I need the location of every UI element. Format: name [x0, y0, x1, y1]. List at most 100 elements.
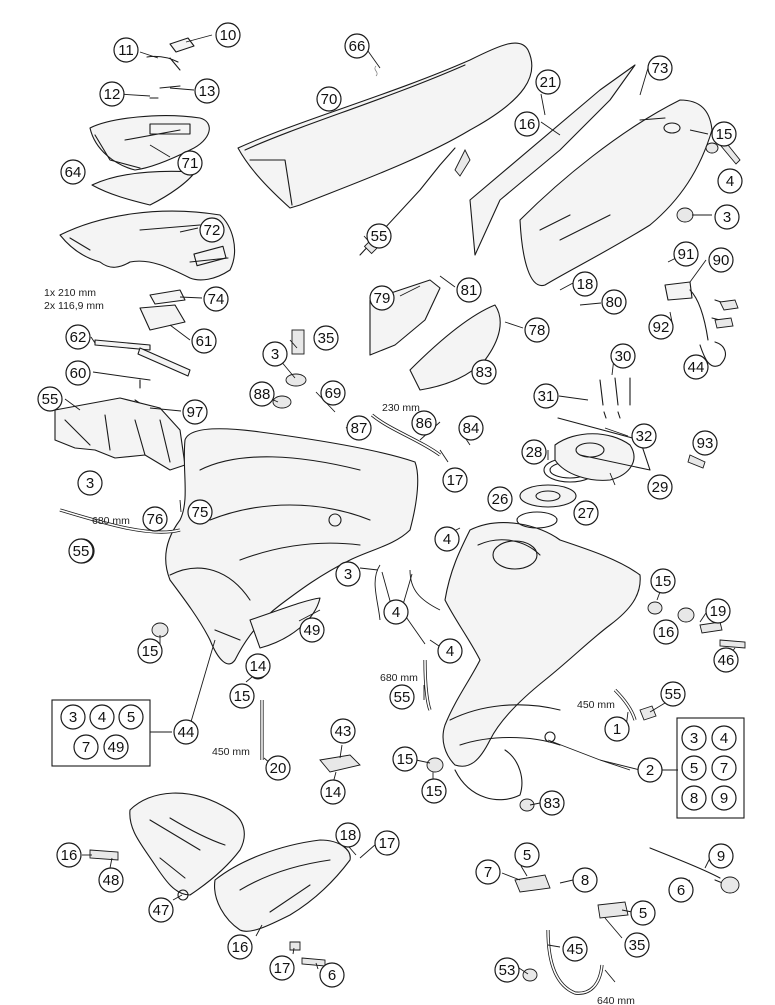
callout-circle — [366, 223, 392, 249]
callout-circle — [249, 381, 275, 407]
callout-number: 4 — [98, 709, 106, 726]
callout-number: 29 — [652, 479, 669, 496]
callout-circle — [389, 684, 415, 710]
callout-number: 8 — [581, 872, 589, 889]
callout-44: 44 — [173, 719, 199, 745]
callout-90: 90 — [708, 247, 734, 273]
callout-19: 19 — [705, 598, 731, 624]
callout-15: 15 — [650, 568, 676, 594]
note-hose-450-left: 450 mm — [212, 746, 250, 758]
callout-circle — [647, 474, 673, 500]
callout-78: 78 — [524, 317, 550, 343]
callout-14: 14 — [320, 779, 346, 805]
callout-number: 3 — [690, 730, 698, 747]
callout-9: 9 — [708, 843, 734, 869]
callout-circle — [681, 785, 707, 811]
callout-number: 84 — [463, 420, 480, 437]
callout-81: 81 — [456, 277, 482, 303]
side-panels-drawing — [369, 64, 713, 391]
callout-number: 26 — [492, 491, 509, 508]
callout-circle — [148, 897, 174, 923]
callout-number: 6 — [677, 882, 685, 899]
callout-number: 44 — [178, 724, 195, 741]
callout-number: 15 — [655, 573, 672, 590]
callout-44: 44 — [683, 354, 709, 380]
callout-71: 71 — [177, 150, 203, 176]
callout-number: 20 — [270, 760, 287, 777]
callout-69: 69 — [320, 380, 346, 406]
callout-3: 3 — [714, 204, 740, 230]
callout-number: 28 — [526, 444, 543, 461]
callout-11: 11 — [113, 37, 139, 63]
leader-lines — [64, 34, 736, 983]
callout-14: 14 — [245, 653, 271, 679]
callout-16: 16 — [56, 842, 82, 868]
callout-circle — [392, 746, 418, 772]
callout-15: 15 — [229, 683, 255, 709]
callout-73: 73 — [647, 55, 673, 81]
callout-number: 4 — [443, 531, 451, 548]
callout-circle — [562, 936, 588, 962]
callout-15: 15 — [421, 778, 447, 804]
callout-number: 32 — [636, 428, 653, 445]
callout-number: 4 — [392, 604, 400, 621]
callout-number: 46 — [718, 652, 735, 669]
callout-circle — [60, 704, 86, 730]
callout-number: 35 — [629, 937, 646, 954]
note-hose-640: 640 mm — [597, 995, 635, 1005]
callout-circle — [711, 755, 737, 781]
callout-circle — [187, 499, 213, 525]
callout-circle — [683, 354, 709, 380]
callout-35: 35 — [624, 932, 650, 958]
callout-circle — [535, 69, 561, 95]
callout-number: 3 — [86, 475, 94, 492]
callout-number: 66 — [349, 38, 366, 55]
callout-circle — [650, 568, 676, 594]
callout-circle — [647, 55, 673, 81]
callout-circle — [713, 647, 739, 673]
callout-number: 7 — [720, 760, 728, 777]
callout-number: 15 — [716, 126, 733, 143]
kit-left-callout-49: 49 — [103, 734, 129, 760]
callout-circle — [194, 78, 220, 104]
callout-circle — [65, 360, 91, 386]
callout-circle — [137, 638, 163, 664]
callout-circle — [77, 470, 103, 496]
kit-box-right — [676, 717, 745, 819]
callout-circle — [533, 383, 559, 409]
callout-15: 15 — [137, 638, 163, 664]
callout-27: 27 — [573, 500, 599, 526]
callout-number: 55 — [394, 689, 411, 706]
callout-66: 66 — [344, 33, 370, 59]
callout-number: 62 — [70, 329, 87, 346]
callout-4: 4 — [717, 168, 743, 194]
callout-8: 8 — [572, 867, 598, 893]
callout-48: 48 — [98, 867, 124, 893]
callout-number: 53 — [499, 962, 516, 979]
callout-32: 32 — [631, 423, 657, 449]
kit-right-callout-8: 8 — [681, 785, 707, 811]
callout-number: 47 — [153, 902, 170, 919]
lower-covers-drawing — [129, 792, 351, 932]
callout-circle — [177, 150, 203, 176]
callout-circle — [572, 867, 598, 893]
callout-circle — [458, 415, 484, 441]
callout-55: 55 — [37, 386, 63, 412]
callout-number: 86 — [416, 415, 433, 432]
callout-number: 83 — [544, 795, 561, 812]
callout-circle — [374, 830, 400, 856]
callout-number: 17 — [447, 472, 464, 489]
callout-number: 35 — [318, 330, 335, 347]
callout-17: 17 — [374, 830, 400, 856]
callout-circle — [68, 538, 94, 564]
callout-circle — [344, 33, 370, 59]
callout-7: 7 — [475, 859, 501, 885]
callout-circle — [245, 653, 271, 679]
callout-circle — [630, 900, 656, 926]
callout-circle — [182, 399, 208, 425]
callout-circle — [383, 599, 409, 625]
kit-right-callout-9: 9 — [711, 785, 737, 811]
callout-circle — [203, 286, 229, 312]
callout-circle — [442, 467, 468, 493]
